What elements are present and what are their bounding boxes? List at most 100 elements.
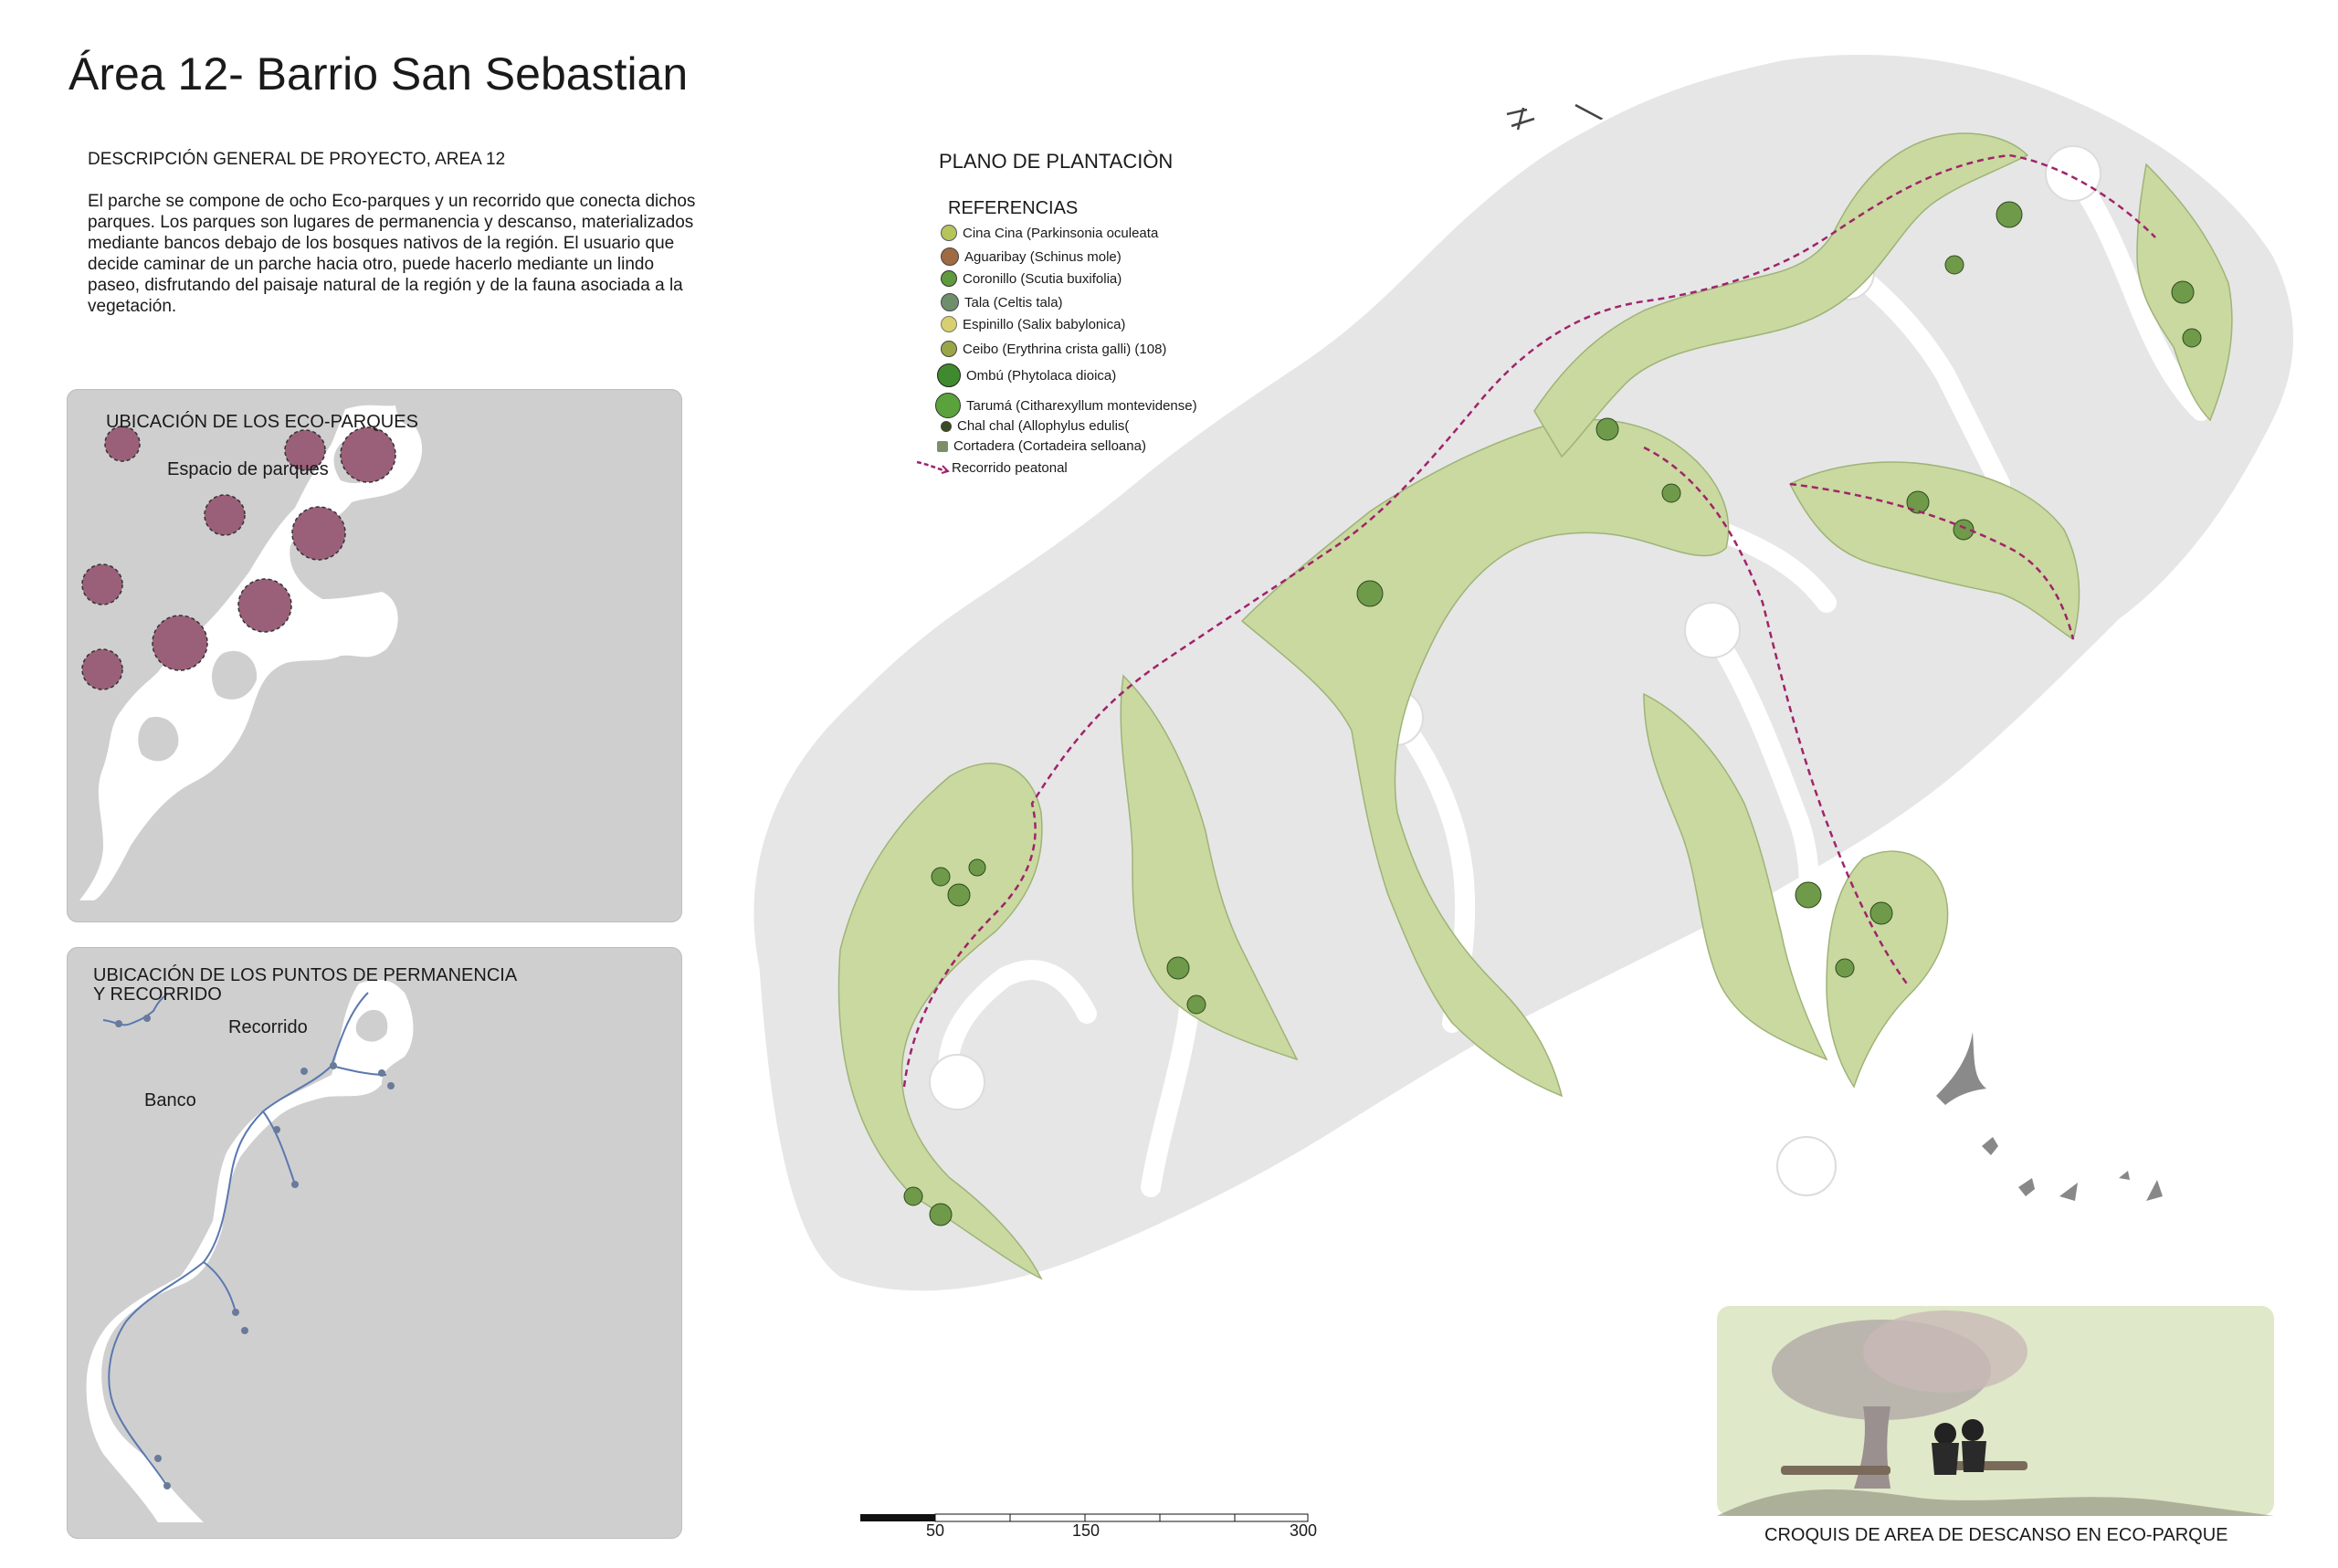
bench-dot (273, 1126, 280, 1133)
park-circle (284, 429, 326, 471)
bird-icon (2059, 1183, 2078, 1201)
bird-icon (1936, 1032, 1986, 1105)
reference-item: Tala (Celtis tala) (941, 293, 1063, 311)
tree (1996, 201, 2023, 228)
sketch-caption: CROQUIS DE AREA DE DESCANSO EN ECO-PARQU… (1764, 1525, 2228, 1545)
cul-de-sac (2045, 145, 2101, 202)
person-icon (1962, 1419, 1984, 1441)
bird-icon (1982, 1137, 1998, 1155)
route-path (108, 992, 369, 1487)
bench-icon (1781, 1466, 1890, 1475)
tree (1835, 958, 1855, 978)
reference-label: Tarumá (Citharexyllum montevidense) (966, 397, 1197, 414)
tree (903, 1186, 923, 1206)
person-icon (1934, 1423, 1956, 1445)
pedestrian-route (902, 153, 2156, 1088)
eco-park-4 (1533, 132, 2029, 458)
bench-dot (232, 1309, 239, 1316)
tree (1356, 580, 1384, 607)
reference-label: Coronillo (Scutia buxifolia) (963, 270, 1122, 287)
tree (968, 858, 986, 877)
bench-dot (378, 1069, 385, 1077)
park-circle (237, 578, 292, 633)
aguaribay-icon (941, 247, 959, 266)
reference-label: Recorrido peatonal (952, 459, 1068, 476)
park-circle (340, 426, 396, 483)
tree (1906, 490, 1930, 514)
route-map (86, 979, 414, 1522)
taruma-icon (935, 393, 961, 418)
legend-park-circle (104, 426, 141, 462)
reference-label: Espinillo (Salix babylonica) (963, 316, 1126, 332)
eco-park-2 (1120, 674, 1299, 1061)
bench-dot (291, 1181, 299, 1188)
reference-item: Ombú (Phytolaca dioica) (937, 363, 1116, 387)
eco-park-7 (1643, 692, 1828, 1061)
parks-legend-label: Espacio de parques (167, 459, 329, 479)
scale-segment (934, 1513, 1309, 1522)
tree (2171, 280, 2195, 304)
route-panel (67, 947, 682, 1539)
reference-item: Recorrido peatonal (915, 458, 1068, 477)
rest-area-sketch (1717, 1306, 2274, 1516)
legend-bench-dot (143, 1015, 151, 1022)
eco-parks-map (79, 405, 423, 900)
references-title: REFERENCIAS (948, 198, 1079, 218)
tree (1186, 994, 1206, 1015)
tree (1596, 417, 1619, 441)
tree (929, 1203, 953, 1226)
park-circle (81, 563, 123, 605)
description-body: El parche se compone de ocho Eco-parques… (88, 192, 696, 316)
bench-dot (154, 1455, 162, 1462)
tree-canopy (1863, 1310, 2027, 1393)
planting-plan (751, 55, 2296, 1294)
tree (2182, 328, 2202, 348)
eco-park-8 (1826, 850, 1949, 1089)
reference-item: Cina Cina (Parkinsonia oculeata (941, 225, 1158, 241)
reference-item: Tarumá (Citharexyllum montevidense) (935, 393, 1197, 418)
bench-dot (163, 1482, 171, 1489)
tree (1661, 483, 1681, 503)
reference-item: Coronillo (Scutia buxifolia) (941, 270, 1122, 287)
scale-segment (860, 1514, 935, 1521)
scale-bar (858, 1507, 1315, 1562)
tree (1869, 901, 1893, 925)
reference-label: Cina Cina (Parkinsonia oculeata (963, 225, 1159, 241)
tala-icon (941, 293, 959, 311)
coronillo-icon (941, 270, 957, 287)
bench-points (154, 1062, 395, 1489)
park-circle (81, 648, 123, 690)
cina-cina-icon (941, 225, 957, 241)
tree-clusters (903, 201, 2202, 1226)
eco-parks-panel-title: UBICACIÓN DE LOS ECO-PARQUES (106, 412, 418, 432)
reference-item: Aguaribay (Schinus mole) (941, 247, 1122, 266)
scale-label: 50 (926, 1521, 945, 1540)
eco-parks-location-panel (67, 389, 682, 922)
cul-de-sac (929, 1054, 985, 1110)
cul-de-sac (1684, 602, 1741, 658)
residential-lots (751, 55, 2296, 1294)
bench-legend-label: Banco (144, 1090, 196, 1110)
route-panel-title-line2: Y RECORRIDO (93, 984, 222, 1005)
reference-label: Ceibo (Erythrina crista galli) (108) (963, 341, 1167, 357)
espinillo-icon (941, 316, 957, 332)
route-panel-title: UBICACIÓN DE LOS PUNTOS DE PERMANENCIA (93, 965, 518, 985)
scale-label: 150 (1072, 1521, 1101, 1540)
tree (931, 867, 951, 887)
bench-dot (387, 1082, 395, 1089)
reference-label: Cortadera (Cortadeira selloana) (953, 438, 1146, 454)
tree (1795, 881, 1822, 909)
chal-chal-icon (941, 420, 952, 432)
legend-route (102, 994, 168, 1027)
tree (1166, 956, 1190, 980)
route-legend-label: Recorrido (228, 1017, 308, 1037)
bird-icon (2119, 1171, 2130, 1180)
tree (1944, 255, 1964, 275)
tree (1953, 519, 1975, 541)
bird-icon (2018, 1178, 2035, 1196)
reference-label: Chal chal (Allophylus edulis( (957, 418, 1130, 434)
grass (1717, 1489, 2274, 1516)
birds-illustration (1936, 1032, 2163, 1201)
cul-de-sac (1776, 1136, 1837, 1196)
scale-bar-graphic (860, 1513, 1309, 1522)
